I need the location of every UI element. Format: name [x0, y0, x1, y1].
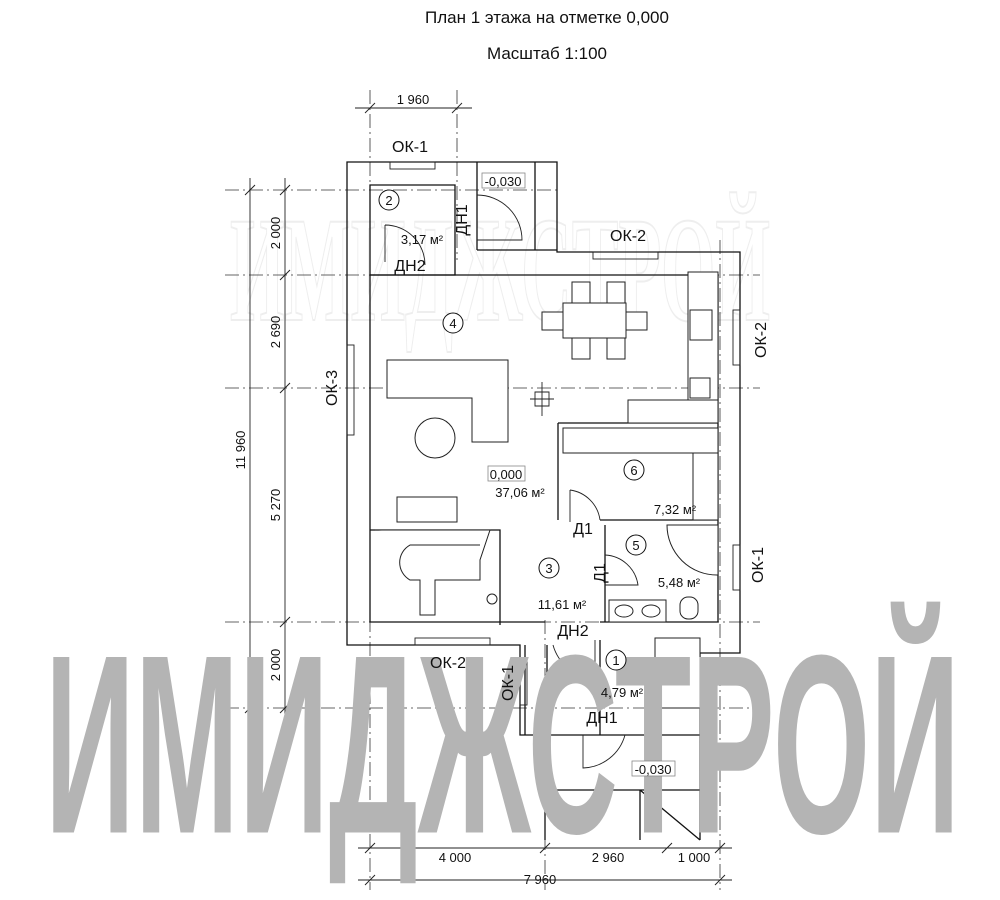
elevation-main: 0,000 — [490, 467, 523, 482]
room-1-number: 1 — [612, 653, 619, 668]
window-label-top-right: ОК-2 — [610, 228, 646, 245]
door-label-hall-inner: ДН2 — [557, 623, 588, 640]
watermark: ИМИДЖСТРОЙ — [45, 601, 960, 887]
dim-left-2: 2 690 — [268, 316, 283, 349]
room-6-number: 6 — [630, 463, 637, 478]
room-2-area: 3,17 м² — [401, 232, 444, 247]
tv-stand — [396, 496, 458, 523]
dim-top: 1 960 — [397, 92, 430, 107]
window-label-left: ОК-3 — [324, 370, 341, 406]
door-label-entrance-outer: ДН1 — [586, 710, 617, 727]
sofa — [386, 359, 509, 443]
round-table — [414, 417, 456, 459]
dim-left-3: 5 270 — [268, 489, 283, 522]
toilet — [679, 596, 699, 620]
shelves — [562, 427, 719, 454]
dim-left-total: 11 960 — [233, 431, 248, 470]
dim-bottom-3: 1 000 — [678, 850, 711, 865]
door-label-vestibule-inner: ДН2 — [394, 258, 425, 275]
room-3-area: 11,61 м² — [538, 597, 587, 612]
dim-bottom-1: 4 000 — [439, 850, 472, 865]
room-4-number: 4 — [449, 316, 456, 331]
entrance-shelves — [654, 637, 701, 709]
door-label-storage: Д1 — [573, 521, 593, 538]
window-label-entrance: ОК-1 — [500, 665, 517, 701]
room-5-number: 5 — [632, 538, 639, 553]
elevation-porch: -0,030 — [635, 762, 672, 777]
dim-bottom-total: 7 960 — [524, 872, 557, 887]
plan-title: План 1 этажа на отметке 0,000 — [425, 8, 669, 27]
window-label-top-left: ОК-1 — [392, 139, 428, 156]
room-4-area: 37,06 м² — [495, 485, 545, 500]
furniture — [375, 271, 719, 709]
windows — [346, 161, 741, 706]
watermark-faint: ИМИДЖСТРОЙ — [230, 187, 770, 353]
dim-left-1: 2 000 — [268, 217, 283, 250]
door-label-vestibule-outer: ДН1 — [454, 204, 471, 235]
room-1-area: 4,79 м² — [601, 685, 644, 700]
bathtub — [666, 524, 719, 576]
staircase — [375, 529, 491, 616]
dining-table — [562, 302, 627, 339]
dim-left-4: 2 000 — [268, 649, 283, 682]
room-6-area: 7,32 м² — [654, 502, 697, 517]
dim-bottom-2: 2 960 — [592, 850, 625, 865]
room-2-number: 2 — [385, 193, 392, 208]
window-label-bottom-left: ОК-2 — [430, 655, 466, 672]
window-label-right-upper: ОК-2 — [753, 322, 770, 358]
door-swings — [384, 194, 639, 769]
stove-icon — [689, 377, 711, 399]
room-5-area: 5,48 м² — [658, 575, 701, 590]
dimension-lines — [244, 102, 732, 886]
door-label-bathroom: Д1 — [592, 563, 609, 583]
room-numbers — [378, 189, 647, 671]
room-3-number: 3 — [545, 561, 552, 576]
elevation-vestibule: -0,030 — [485, 174, 522, 189]
plan-scale: Масштаб 1:100 — [487, 44, 607, 63]
window-label-right-lower: ОК-1 — [750, 547, 767, 583]
